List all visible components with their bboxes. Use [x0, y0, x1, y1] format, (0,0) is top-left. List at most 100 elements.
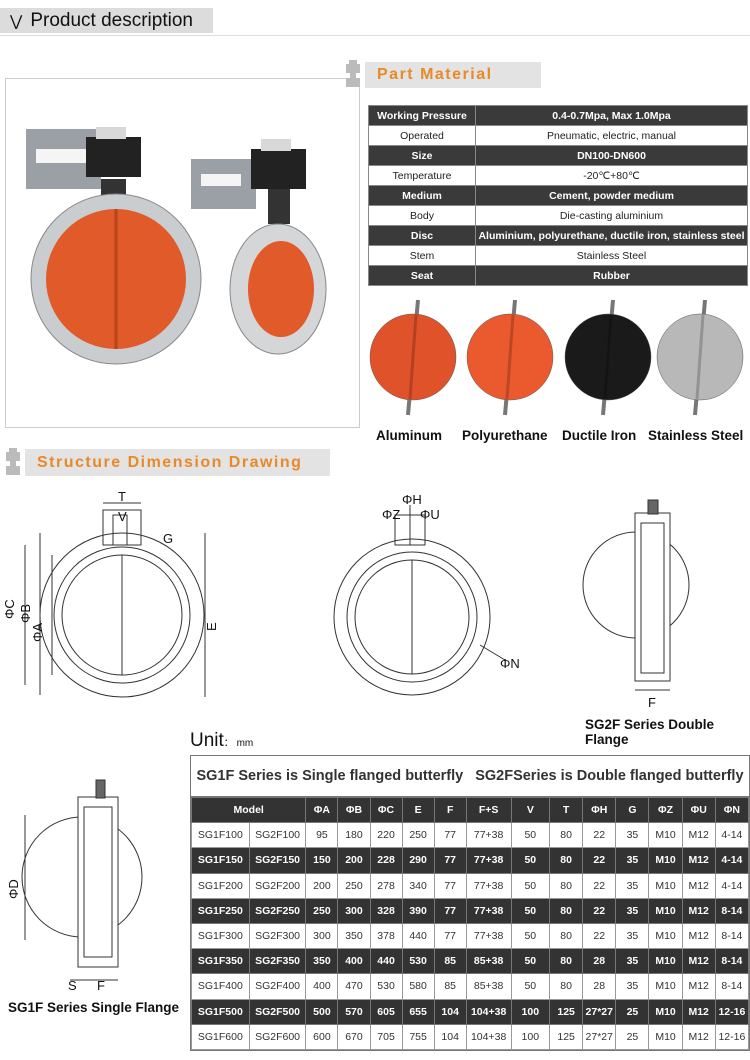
table-cell: 8-14	[714, 973, 750, 1000]
side-view-double-flange-drawing: F	[582, 499, 690, 710]
section-header-part-material: Part Material	[365, 62, 541, 88]
dim-label: T	[118, 489, 126, 504]
double-flange-caption: SG2F Series Double Flange	[585, 717, 715, 747]
table-cell: 50	[510, 922, 551, 950]
table-cell: 77	[433, 897, 467, 924]
table-cell: 200	[337, 847, 371, 874]
table-cell: M12	[681, 872, 716, 899]
table-cell: SG2F250	[248, 897, 307, 924]
table-cell: 95	[305, 822, 339, 849]
table-cell: 77+38	[465, 872, 512, 899]
dim-label: F	[97, 978, 105, 993]
table-cell: 328	[369, 897, 403, 924]
column-header: ΦU	[681, 796, 716, 824]
side-view-single-flange-drawing: ΦD S F	[6, 779, 143, 993]
table-cell: 28	[582, 948, 617, 975]
table-cell: 27*27	[582, 1023, 617, 1050]
section-title: Part Material	[377, 66, 493, 83]
column-header: ΦZ	[648, 796, 683, 824]
table-cell: 50	[510, 847, 551, 874]
dim-label: ΦZ	[382, 507, 400, 522]
table-cell: 85	[433, 948, 467, 975]
table-cell: M10	[648, 948, 683, 975]
table-cell: 570	[337, 998, 371, 1025]
spec-value: Rubber	[475, 265, 748, 286]
disc-label: Ductile Iron	[562, 428, 637, 443]
spec-value: Stainless Steel	[475, 245, 748, 266]
unit-label: Unit： mm	[190, 730, 253, 752]
table-cell: 4-14	[714, 822, 750, 849]
section-header-structure-drawing: Structure Dimension Drawing	[25, 449, 330, 476]
table-cell: SG1F250	[191, 897, 250, 924]
disc-label: Polyurethane	[462, 428, 548, 443]
column-header: F	[433, 796, 467, 824]
table-cell: 350	[337, 922, 371, 950]
table-cell: 100	[510, 998, 551, 1025]
table-cell: 22	[582, 872, 617, 899]
table-cell: 77+38	[465, 922, 512, 950]
table-cell: 35	[615, 922, 650, 950]
dim-label: E	[204, 622, 219, 631]
spec-label: Stem	[368, 245, 476, 266]
table-cell: SG1F300	[191, 922, 250, 950]
table-cell: M10	[648, 897, 683, 924]
table-cell: 705	[369, 1023, 403, 1050]
table-cell: M12	[681, 897, 716, 924]
table-cell: 50	[510, 948, 551, 975]
table-cell: 125	[549, 998, 584, 1025]
table-cell: M12	[681, 973, 716, 1000]
spec-label: Medium	[368, 185, 476, 206]
unit-text: Unit	[190, 730, 224, 751]
table-cell: 35	[615, 847, 650, 874]
table-cell: 580	[401, 973, 435, 1000]
dim-label: ΦN	[500, 656, 520, 671]
table-cell: 228	[369, 847, 403, 874]
top-view-drawing: ΦH ΦZ ΦU ΦN	[333, 492, 520, 696]
table-cell: 530	[369, 973, 403, 1000]
table-cell: 605	[369, 998, 403, 1025]
table-cell: 35	[615, 822, 650, 849]
table-cell: 80	[549, 847, 584, 874]
table-cell: 8-14	[714, 948, 750, 975]
spec-label: Disc	[368, 225, 476, 246]
table-cell: 35	[615, 872, 650, 899]
valve-small	[191, 139, 327, 355]
spec-label: Temperature	[368, 165, 476, 186]
table-cell: 200	[305, 872, 339, 899]
column-header: E	[401, 796, 435, 824]
table-cell: 4-14	[714, 872, 750, 899]
dimension-table-title: SG1F Series is Single flanged butterfly …	[191, 756, 749, 797]
column-header: ΦA	[305, 796, 339, 824]
dimension-table: SG1F Series is Single flanged butterfly …	[190, 755, 750, 1051]
product-photo	[5, 78, 360, 428]
table-cell: SG2F300	[248, 922, 307, 950]
spec-label: Operated	[368, 125, 476, 146]
column-header: ΦC	[369, 796, 403, 824]
disc-sample	[466, 299, 554, 416]
section-title: Structure Dimension Drawing	[37, 453, 303, 471]
table-cell: 278	[369, 872, 403, 899]
table-cell: 50	[510, 872, 551, 899]
dim-label: V	[118, 509, 127, 524]
table-cell: 8-14	[714, 922, 750, 950]
table-cell: 85+38	[465, 973, 512, 1000]
table-cell: 22	[582, 897, 617, 924]
table-cell: M12	[681, 998, 716, 1025]
table-cell: 27*27	[582, 998, 617, 1025]
table-cell: 670	[337, 1023, 371, 1050]
table-cell: SG2F500	[248, 998, 307, 1025]
table-cell: 80	[549, 948, 584, 975]
spec-value: -20℃+80℃	[475, 165, 748, 186]
table-cell: M10	[648, 822, 683, 849]
table-cell: 80	[549, 973, 584, 1000]
table-cell: 50	[510, 822, 551, 849]
dim-label: F	[648, 695, 656, 710]
spec-value: DN100-DN600	[475, 145, 748, 166]
table-cell: 180	[337, 822, 371, 849]
valve-icon	[345, 60, 361, 93]
